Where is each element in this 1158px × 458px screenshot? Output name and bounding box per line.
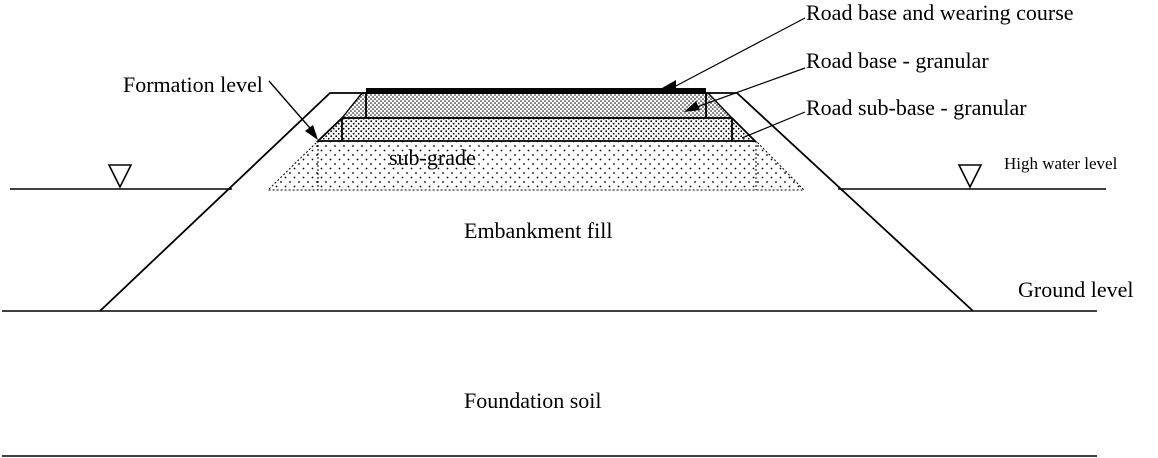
wearing-course-layer: [366, 88, 706, 94]
road-base-granular-layer: [340, 92, 734, 119]
sub-grade-zone: [266, 140, 806, 191]
arrow-wearing-course-icon: [662, 80, 676, 90]
label-embankment-fill: Embankment fill: [464, 218, 612, 243]
arrow-road-base-icon: [684, 101, 700, 112]
leader-sub-base: [741, 111, 806, 139]
label-road-sub-base-granular: Road sub-base - granular: [806, 95, 1027, 120]
leader-wearing-course: [671, 17, 806, 89]
label-ground-level: Ground level: [1018, 277, 1133, 302]
label-road-base-wearing: Road base and wearing course: [806, 0, 1074, 25]
arrow-formation-level-icon: [305, 125, 318, 140]
label-foundation-soil: Foundation soil: [464, 388, 602, 413]
leader-formation-level: [268, 80, 317, 136]
label-formation-level: Formation level: [123, 72, 263, 97]
road-sub-base-layer: [315, 117, 758, 142]
label-sub-grade: sub-grade: [389, 145, 476, 170]
label-road-base-granular: Road base - granular: [806, 48, 989, 73]
water-level-marker-right-icon: [957, 164, 983, 189]
water-level-marker-left-icon: [107, 164, 133, 189]
leader-road-base: [693, 67, 806, 109]
label-high-water-level: High water level: [1004, 154, 1118, 173]
